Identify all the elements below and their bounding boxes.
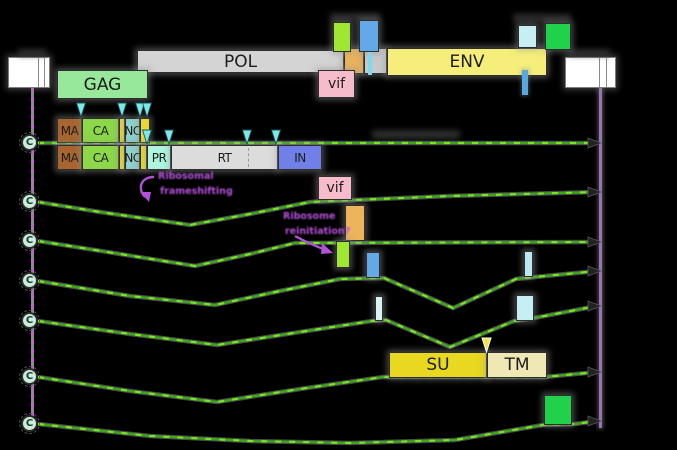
reinitiation-annotation-line1: Ribosome (283, 211, 336, 222)
env-su-label: SU (426, 355, 450, 375)
right-genome-rail (599, 88, 602, 428)
cap-letter: C (25, 196, 34, 207)
gagpol-spacer-peptide-box (140, 145, 147, 170)
env-region-blue-tick (522, 70, 528, 95)
annotation-arrows (139, 175, 333, 254)
orf-palecyan-box (516, 295, 534, 321)
gagpol-ca-box: CA (82, 145, 119, 170)
pol-in-box: IN (278, 145, 322, 170)
mrna-cap-5: C (19, 310, 40, 331)
gagpol-spacer-peptide-box (119, 145, 125, 170)
label-shadow-artifact (513, 14, 571, 22)
gag-ca-label: CA (92, 123, 109, 138)
pol-gene-label: POL (223, 51, 258, 72)
ltr-divider (606, 58, 607, 87)
mrna-cap-1: C (19, 132, 40, 153)
mrna-cap-4: C (19, 270, 40, 291)
cap-letter: C (25, 371, 34, 382)
pol-pr-box: PR (147, 145, 171, 170)
cap-letter: C (25, 137, 34, 148)
label-shadow-artifact (330, 13, 380, 20)
vif-gene-label: vif (327, 76, 346, 92)
gagpol-ca-label: CA (92, 150, 109, 165)
gag-gene-label: GAG (83, 74, 122, 95)
gag-spacer-peptide-box (119, 118, 125, 143)
gagpol-nc-box: NC (124, 145, 141, 170)
mrna-cap-2: C (19, 191, 40, 212)
vif-gene-box: vif (318, 70, 355, 98)
env-su-box: SU (389, 352, 487, 378)
label-shadow-artifact (372, 130, 460, 139)
rt-du-divider (248, 148, 249, 167)
ltr-right-box (565, 57, 616, 88)
accessory-exon-cyan-box (518, 25, 537, 48)
env-gene-box: ENV (387, 48, 547, 76)
gagpol-nc-label: NC (124, 150, 141, 165)
vif-mrna-box: vif (318, 176, 352, 200)
orf-palecyan-tick (375, 296, 383, 321)
cleavage-arrows-gag (75, 102, 153, 119)
ltr-divider (38, 58, 39, 87)
orf-chartreuse-mrna-box (336, 241, 350, 268)
accessory-exon-blue-box (359, 20, 379, 52)
accessory-exon-chartreuse-box (333, 22, 351, 52)
gag-ma-label: MA (60, 123, 79, 138)
mrna-end-arrowheads (587, 137, 603, 427)
pol-rt-box: RT (171, 145, 278, 170)
vif-mrna-label: vif (326, 180, 344, 196)
ltr-left-box (8, 57, 50, 88)
frameshift-annotation-line2: frameshifting (160, 186, 233, 197)
orf-green-mrna-box (544, 395, 572, 425)
env-tm-box: TM (487, 352, 547, 378)
frameshift-annotation-line1: Ribosomal (158, 171, 214, 182)
cap-letter: C (25, 235, 34, 246)
accessory-exon-blue-tick (368, 52, 372, 75)
pol-gene-box: POL (137, 50, 344, 73)
gagpol-ma-box: MA (57, 145, 82, 170)
gag-ca-box: CA (82, 118, 119, 143)
label-shadow-artifact (568, 49, 610, 56)
ltr-divider (599, 58, 600, 87)
gagpol-ma-label: MA (60, 150, 79, 165)
su-tm-cleavage-arrow (481, 337, 492, 354)
mrna-cap-6: C (19, 366, 40, 387)
orf-blue-mrna-box (366, 252, 380, 278)
mrna-cap-3: C (19, 230, 40, 251)
reinitiation-annotation-line2: reinitiation? (285, 226, 351, 237)
cap-letter: C (25, 275, 34, 286)
cleavage-arrows-gagpol (141, 129, 282, 146)
cap-letter: C (25, 315, 34, 326)
mrna-cap-7: C (19, 413, 40, 434)
left-genome-rail (31, 88, 34, 426)
gag-gene-box: GAG (57, 70, 148, 99)
gag-ma-box: MA (57, 118, 82, 143)
cap-letter: C (25, 418, 34, 429)
env-tm-label: TM (504, 355, 530, 375)
gag-nc-label: NC (124, 123, 141, 138)
orf-orange-mrna-box (345, 205, 365, 241)
pol-pr-label: PR (151, 150, 167, 165)
pol-in-label: IN (294, 150, 306, 165)
env-gene-label: ENV (449, 52, 485, 72)
orf-paleblue-tick (524, 251, 533, 277)
gag-nc-box: NC (124, 118, 141, 143)
accessory-exon-green-box (545, 23, 571, 50)
ltr-divider (44, 58, 45, 87)
pol-rt-label: RT (217, 150, 232, 165)
label-shadow-artifact (18, 49, 46, 56)
